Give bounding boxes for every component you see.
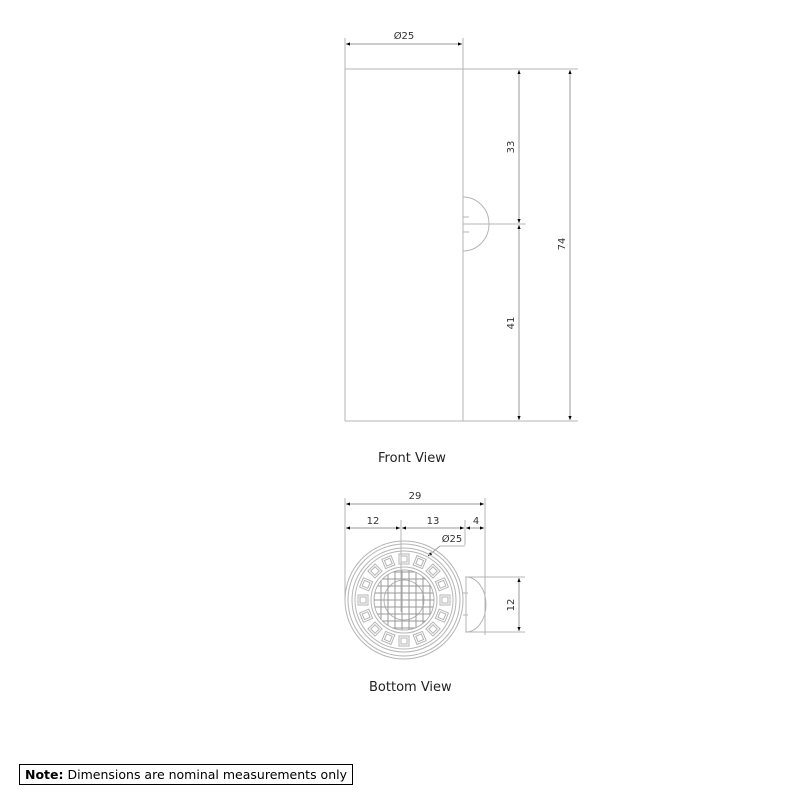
bottom-view-caption: Bottom View xyxy=(369,680,452,695)
led-ring xyxy=(357,553,451,647)
upper-height-label: 33 xyxy=(506,141,517,154)
note-box: Note: Dimensions are nominal measurement… xyxy=(19,764,353,785)
lower-height-label: 41 xyxy=(506,317,517,330)
total-height-label: 74 xyxy=(557,238,568,251)
right-projection-label: 4 xyxy=(473,516,479,527)
note-label: Note: xyxy=(25,767,64,782)
front-view-caption: Front View xyxy=(378,451,446,466)
note-text: Dimensions are nominal measurements only xyxy=(67,767,348,782)
middle-span-label: 13 xyxy=(427,516,440,527)
front-view-drawing xyxy=(344,38,578,422)
left-offset-label: 12 xyxy=(367,516,380,527)
overall-width-label: 29 xyxy=(409,491,422,502)
front-diameter-label: Ø25 xyxy=(394,30,415,42)
bottom-diameter-label: Ø25 xyxy=(442,533,463,545)
lens-grid xyxy=(374,570,434,630)
knob-height-label: 12 xyxy=(506,599,517,612)
